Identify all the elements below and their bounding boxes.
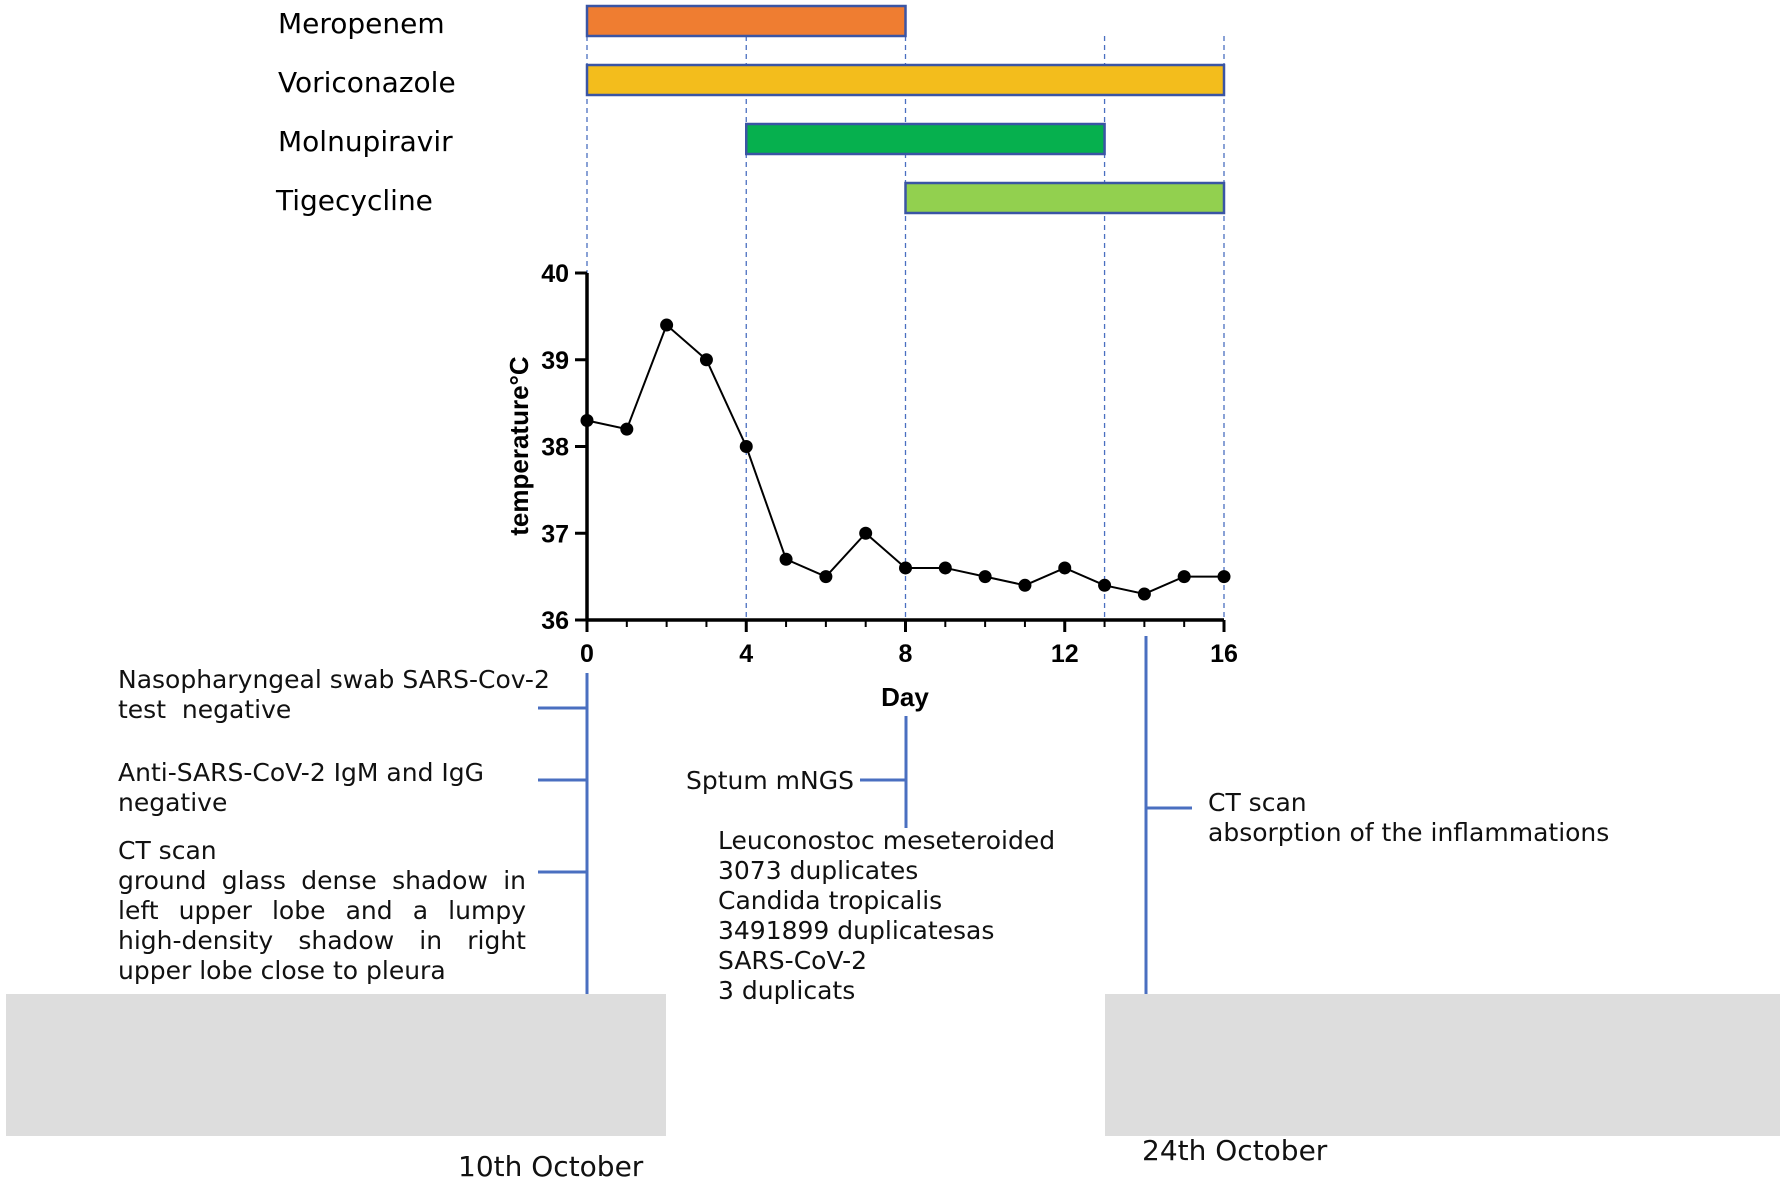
mngs-result-line-2: 3073 duplicates (718, 856, 919, 885)
x-tick-label: 4 (739, 640, 753, 668)
temperature-point (1098, 578, 1112, 592)
mngs-result-line-4: 3491899 duplicatesas (718, 916, 995, 945)
ct-slice-image (6, 994, 223, 1136)
x-tick-label: 0 (580, 640, 594, 668)
swab-test-note: Nasopharyngeal swab SARS-Cov-2 test nega… (118, 665, 550, 725)
ct-slice-image (227, 994, 444, 1136)
mngs-result-line-6: 3 duplicats (718, 976, 856, 1005)
treatment-bar-meropenem (585, 4, 907, 38)
ct-scan-first-title: CT scan (118, 836, 217, 865)
mngs-result-line-1: Leuconostoc meseteroided (718, 826, 1056, 855)
y-tick-label: 39 (541, 347, 569, 375)
treatment-bar-tigecycline (904, 181, 1226, 215)
ct-scan-second-title: CT scan (1208, 788, 1307, 817)
temperature-point (899, 561, 912, 575)
mngs-result-line-3: Candida tropicalis (718, 886, 943, 915)
temperature-point (1137, 587, 1151, 601)
x-tick-label: 12 (1051, 640, 1079, 668)
treatment-bars: MeropenemVoriconazoleMolnupiravirTigecyc… (275, 4, 1226, 217)
swab-test-line-1: Nasopharyngeal swab SARS-Cov-2 (118, 665, 550, 694)
temperature-point (1217, 570, 1231, 584)
y-axis-title: temperature°C (504, 356, 534, 536)
temperature-point (660, 318, 674, 332)
temperature-point (819, 570, 833, 584)
ct-first-date: 10th October (458, 1150, 644, 1183)
ct-scan-second-note: CT scan absorption of the inflammations (1208, 788, 1609, 848)
ct-scan-second-findings: absorption of the inflammations (1208, 818, 1610, 847)
swab-test-line-2: test negative (118, 695, 292, 724)
temperature-axes: temperature°C Day (504, 273, 1224, 712)
ct-images-first (6, 994, 666, 1136)
temperature-point (859, 526, 873, 540)
ct-images-second (1105, 994, 1780, 1136)
temperature-point (938, 561, 952, 575)
treatment-label-tigecycline: Tigecycline (275, 184, 433, 217)
temperature-point (699, 353, 713, 367)
y-tick-label: 36 (541, 607, 569, 635)
event-timelines (538, 636, 1192, 994)
treatment-bar-molnupiravir (745, 122, 1106, 156)
ct-slice-image (449, 994, 666, 1136)
y-tick-label: 40 (541, 260, 569, 288)
temperature-point (739, 440, 753, 453)
y-tick-label: 38 (541, 434, 569, 462)
treatment-label-molnupiravir: Molnupiravir (278, 125, 453, 158)
antibody-test-line-2: negative (118, 788, 228, 817)
temperature-point (1018, 578, 1032, 592)
sputum-mngs-label: Sptum mNGS (686, 766, 854, 795)
antibody-test-line-1: Anti-SARS-CoV-2 IgM and IgG (118, 758, 485, 787)
temperature-point (1177, 570, 1191, 584)
temperature-point (779, 552, 793, 566)
ct-scan-first-findings: ground glass dense shadow in left upper … (118, 866, 526, 985)
treatment-bar-voriconazole (585, 63, 1226, 97)
ct-slice-image (1331, 994, 1553, 1136)
treatment-label-voriconazole: Voriconazole (278, 66, 456, 99)
sputum-mngs-results: Leuconostoc meseteroided 3073 duplicates… (718, 826, 1055, 1006)
temperature-point (580, 413, 594, 427)
sputum-mngs-title: Sptum mNGS (686, 766, 854, 796)
temperature-point (1058, 561, 1072, 575)
antibody-test-note: Anti-SARS-CoV-2 IgM and IgG negative (118, 758, 484, 818)
temperature-series (580, 318, 1231, 601)
y-tick-label: 37 (541, 520, 569, 548)
x-axis-title: Day (881, 682, 929, 712)
treatment-label-meropenem: Meropenem (278, 7, 445, 40)
ct-scan-first-note: CT scan ground glass dense shadow in lef… (118, 836, 526, 986)
mngs-result-line-5: SARS-CoV-2 (718, 946, 868, 975)
temperature-point (978, 570, 992, 584)
x-tick-label: 16 (1210, 640, 1238, 668)
axis-ticks: 36 37 38 39 40 0 4 8 12 16 (541, 260, 1238, 668)
ct-slice-image (1558, 994, 1780, 1136)
ct-slice-image (1105, 994, 1327, 1136)
x-tick-label: 8 (899, 640, 913, 668)
temperature-point (620, 422, 634, 436)
ct-second-date: 24th October (1142, 1134, 1328, 1167)
